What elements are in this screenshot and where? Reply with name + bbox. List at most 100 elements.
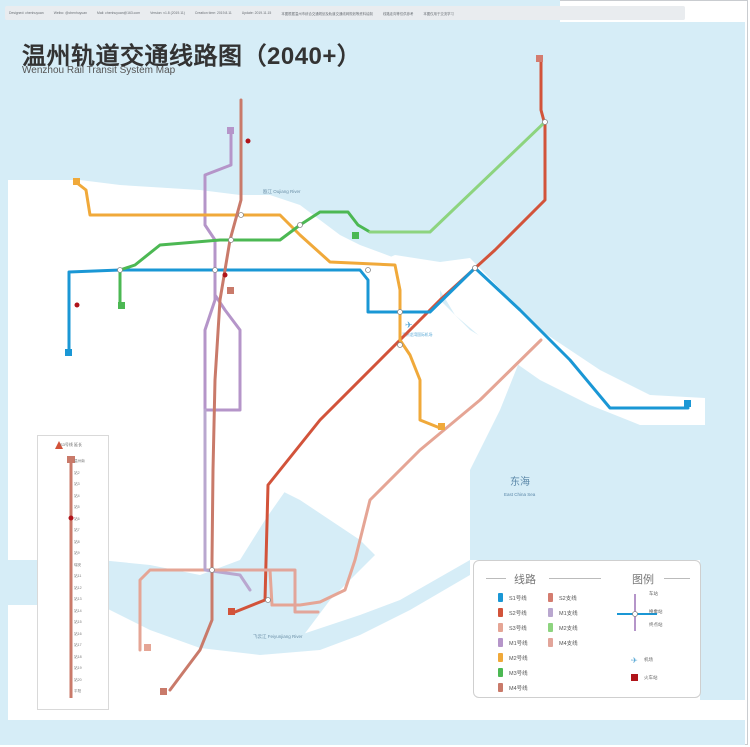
feiyunjiang-label: 飞云江 Feiyunjiang River [253,633,303,640]
panel-station-label: 站13 [74,597,82,601]
panel-station-label: 站2 [74,470,80,475]
meta-bar: Designed: chenhuyuan Weibo: @chenhuyuan … [5,6,685,20]
legend-swatch [498,623,503,632]
interchange [472,265,478,271]
legend-swatch [498,668,503,677]
s3-panel-header: S3号线 延长 [60,442,83,447]
legend-line-M3: M3号线 [498,668,528,677]
terminal-S1-west [65,349,72,356]
panel-terminal-top [67,456,75,463]
airport-label: 温州龙湾国际机场 [402,332,433,337]
legend-line-S1: S1号线 [498,593,527,602]
legend-line-label: S3号线 [509,625,527,632]
legend-sym-railway: 火车站 [644,675,658,680]
geo-labels: 瓯江 Oujiang River 飞云江 Feiyunjiang River 东… [253,188,536,640]
interchange [397,309,403,315]
s3-panel-graphic [55,441,75,698]
map-subtitle: Wenzhou Rail Transit System Map [22,65,176,76]
panel-station-label: 站16 [74,631,82,636]
legend-line-label: M2号线 [509,655,528,662]
legend-line-M4b: M4支线 [548,638,578,647]
panel-railway-station [68,515,74,521]
map-title: 温州轨道交通线路图（2040+） [22,43,362,70]
panel-station-label: 瑞安 [74,562,82,567]
legend-line-M2b: M2支线 [548,623,578,632]
terminal-M4-south [160,688,167,695]
legend-swatch [498,593,503,602]
legend-swatch [548,638,553,647]
panel-station-label: 站18 [74,654,82,659]
legend-interchange-dot [632,611,638,617]
line-M4 [168,98,243,692]
meta-field: Creation time: 2019.8.11 [194,11,232,15]
line-S3 [270,338,543,607]
meta-field: 本图根据温州市综合交通规划及轨道交通线网规划等资料绘制 [281,11,373,16]
legend-sym-interchange: 换乘站 [649,609,663,614]
legend-line-M2: M2号线 [498,653,528,662]
legend-swatch [498,608,503,617]
panel-station-label: 站11 [74,574,82,578]
feiyunjiang-river [8,560,470,655]
legend-line-label: M1支线 [559,610,578,617]
railway-station-north [245,138,251,144]
terminal-S3-south [144,644,151,651]
legend-line-label: M4号线 [509,685,528,692]
legend-symbols-graphic: ✈ [617,594,657,681]
meta-field: 线路走向等仅供参考 [382,11,414,16]
oujiang-river [8,108,480,320]
legend-line-S2b: S2支线 [548,593,577,602]
panel-station-label: 站14 [74,608,82,613]
sea-label-zh: 东海 [510,475,530,488]
line-M2 [75,181,442,430]
interchange [209,567,215,573]
interchange [117,267,123,273]
terminal-M1-north [227,127,234,134]
line-M3-branch [368,120,547,234]
panel-station-label: 站20 [74,677,82,682]
meta-field: 本图仅用于交流学习 [423,11,454,16]
terminal-M3-east [352,232,359,239]
legend-swatch [498,638,503,647]
terminal-M3-west [118,302,125,309]
interchange [542,119,548,125]
legend-symbols-heading: 图例 [632,574,654,586]
panel-station-label: 站4 [74,493,80,498]
panel-station-label: 站3 [74,482,80,486]
legend-swatch [548,608,553,617]
sea-label-en: East China Sea [504,492,536,497]
legend-line-M4: M4号线 [498,683,528,692]
panel-station-label: 站7 [74,528,80,532]
legend-line-label: M4支线 [559,640,578,647]
terminal-markers: ✈ [65,55,691,695]
legend-sym-terminal: 终点站 [649,622,663,627]
meta-field: Weibo: @chenhuyuan [53,11,88,15]
panel-station-label: 站6 [74,516,80,521]
legend-rule [549,578,601,579]
interchange [212,267,218,273]
legend-swatch [548,593,553,602]
interchange [228,237,234,243]
transit-lines [67,58,690,692]
terminal-M2-south [438,423,445,430]
legend-airport-icon: ✈ [631,656,638,665]
interchange [397,342,403,348]
peninsula-land [440,258,705,425]
panel-station-label: 站5 [74,505,80,509]
interchange-dots [117,119,548,603]
line-M4-branch [210,568,320,614]
panel-station-label: 站9 [74,551,80,555]
line-S3-west [138,568,274,652]
line-M3 [118,210,377,305]
airport-icon: ✈ [405,320,413,330]
meta-field: Mail: chenhuyuan@163.com [97,11,141,15]
terminal-S2-north [536,55,543,62]
interchange [297,222,303,228]
east-bay [470,270,700,430]
railway-station-central [222,272,228,278]
legend-swatch [498,653,503,662]
panel-station-label: 站17 [74,643,82,647]
legend-line-label: S2号线 [509,610,527,617]
meta-field: Update: 2019.11.15 [241,11,272,15]
